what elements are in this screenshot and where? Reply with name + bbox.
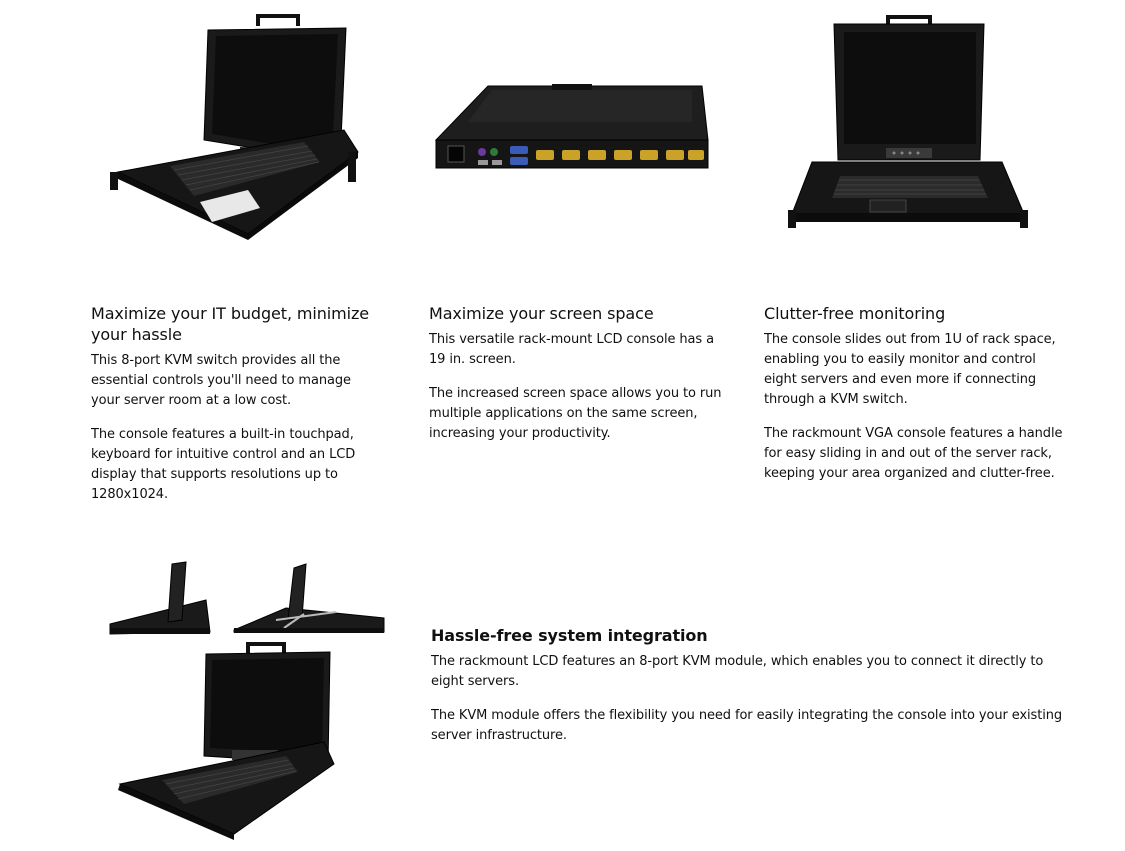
kvm-console-composite-views-image	[106, 558, 388, 840]
module-paragraph: This versatile rack-mount LCD console ha…	[429, 332, 714, 367]
module-heading: Maximize your screen space	[429, 304, 654, 323]
kvm-console-open-front-image	[788, 14, 1028, 234]
module-paragraph: The increased screen space allows you to…	[429, 386, 722, 441]
feature-module-screen-space: Maximize your screen space This versatil…	[429, 303, 731, 444]
module-heading: Clutter-free monitoring	[764, 304, 946, 323]
module-paragraph: The rackmount VGA console features a han…	[764, 426, 1063, 481]
module-paragraph: The console slides out from 1U of rack s…	[764, 332, 1056, 407]
module-paragraph: The rackmount LCD features an 8-port KVM…	[431, 654, 1044, 689]
module-heading: Hassle-free system integration	[431, 626, 708, 645]
feature-module-integration: Hassle-free system integration The rackm…	[431, 625, 1071, 746]
module-heading: Maximize your IT budget, minimize your h…	[91, 304, 370, 344]
module-paragraph: This 8-port KVM switch provides all the …	[91, 353, 351, 408]
kvm-console-open-angled-image	[108, 12, 368, 244]
module-paragraph: The console features a built-in touchpad…	[91, 427, 356, 502]
module-paragraph: The KVM module offers the flexibility yo…	[431, 708, 1063, 743]
kvm-console-rear-ports-image	[432, 82, 714, 174]
feature-module-clutter-free: Clutter-free monitoring The console slid…	[764, 303, 1064, 484]
feature-module-budget: Maximize your IT budget, minimize your h…	[91, 303, 383, 505]
